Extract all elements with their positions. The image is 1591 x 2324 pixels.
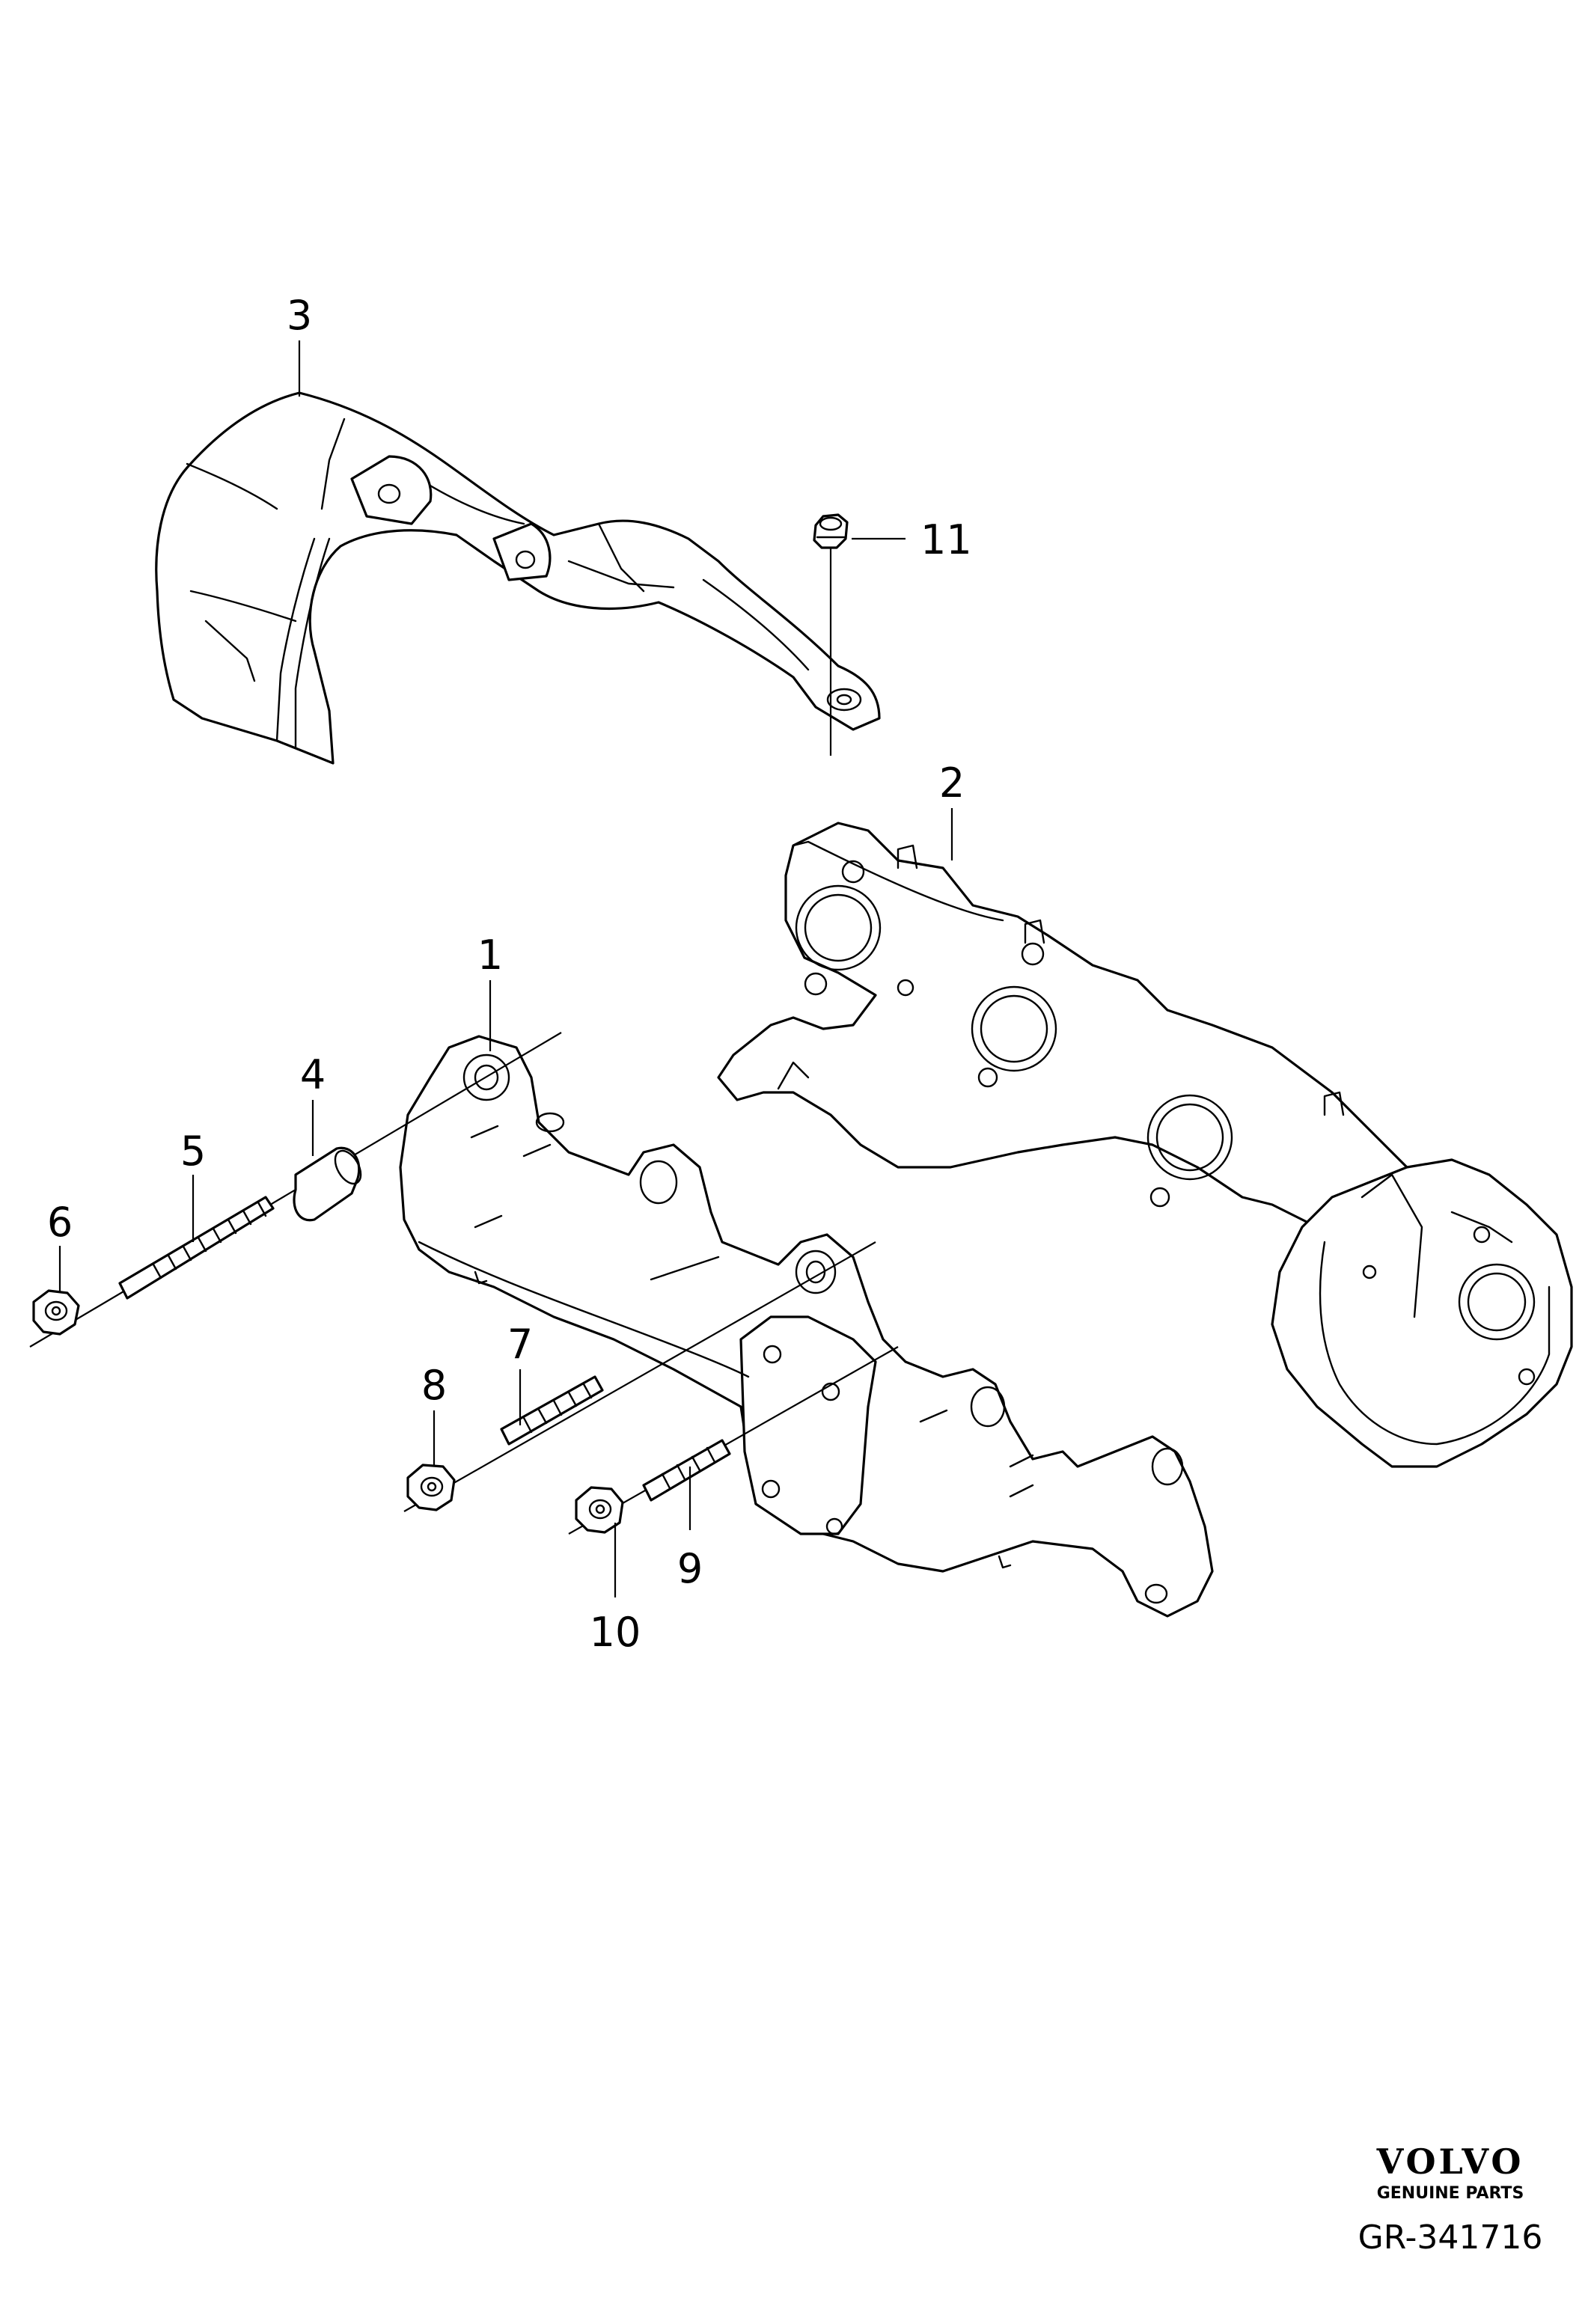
diagram-code: GR-341716: [1358, 2218, 1543, 2257]
callout-2: 2: [939, 759, 965, 807]
callout-9: 9: [677, 1545, 703, 1592]
exhaust-manifold: [399, 1035, 1214, 1618]
volvo-logo: VOLVO: [1376, 2141, 1524, 2182]
stud-9: [642, 1439, 731, 1502]
flange-nut-8: [406, 1464, 456, 1511]
nut-11: [813, 513, 849, 549]
callout-10: 10: [590, 1609, 641, 1656]
turbo-flange: [1271, 1158, 1573, 1468]
genuine-parts-tagline: GENUINE PARTS: [1377, 2184, 1524, 2203]
flange-nut-10: [575, 1486, 624, 1534]
callout-1: 1: [477, 932, 503, 979]
long-stud: [118, 1196, 275, 1300]
leader-line: [403, 1241, 876, 1512]
callout-3: 3: [287, 292, 312, 339]
flange-nut-6: [32, 1289, 80, 1336]
callout-5: 5: [180, 1128, 206, 1175]
callout-6: 6: [47, 1199, 73, 1246]
heat-shield: [155, 391, 881, 765]
callout-7: 7: [507, 1321, 533, 1368]
callout-11: 11: [920, 516, 972, 563]
callout-8: 8: [421, 1362, 447, 1409]
callout-4: 4: [300, 1051, 326, 1098]
stud-7: [500, 1375, 604, 1446]
manifold-gasket: [717, 822, 1408, 1236]
spacer-sleeve: [293, 1146, 362, 1222]
